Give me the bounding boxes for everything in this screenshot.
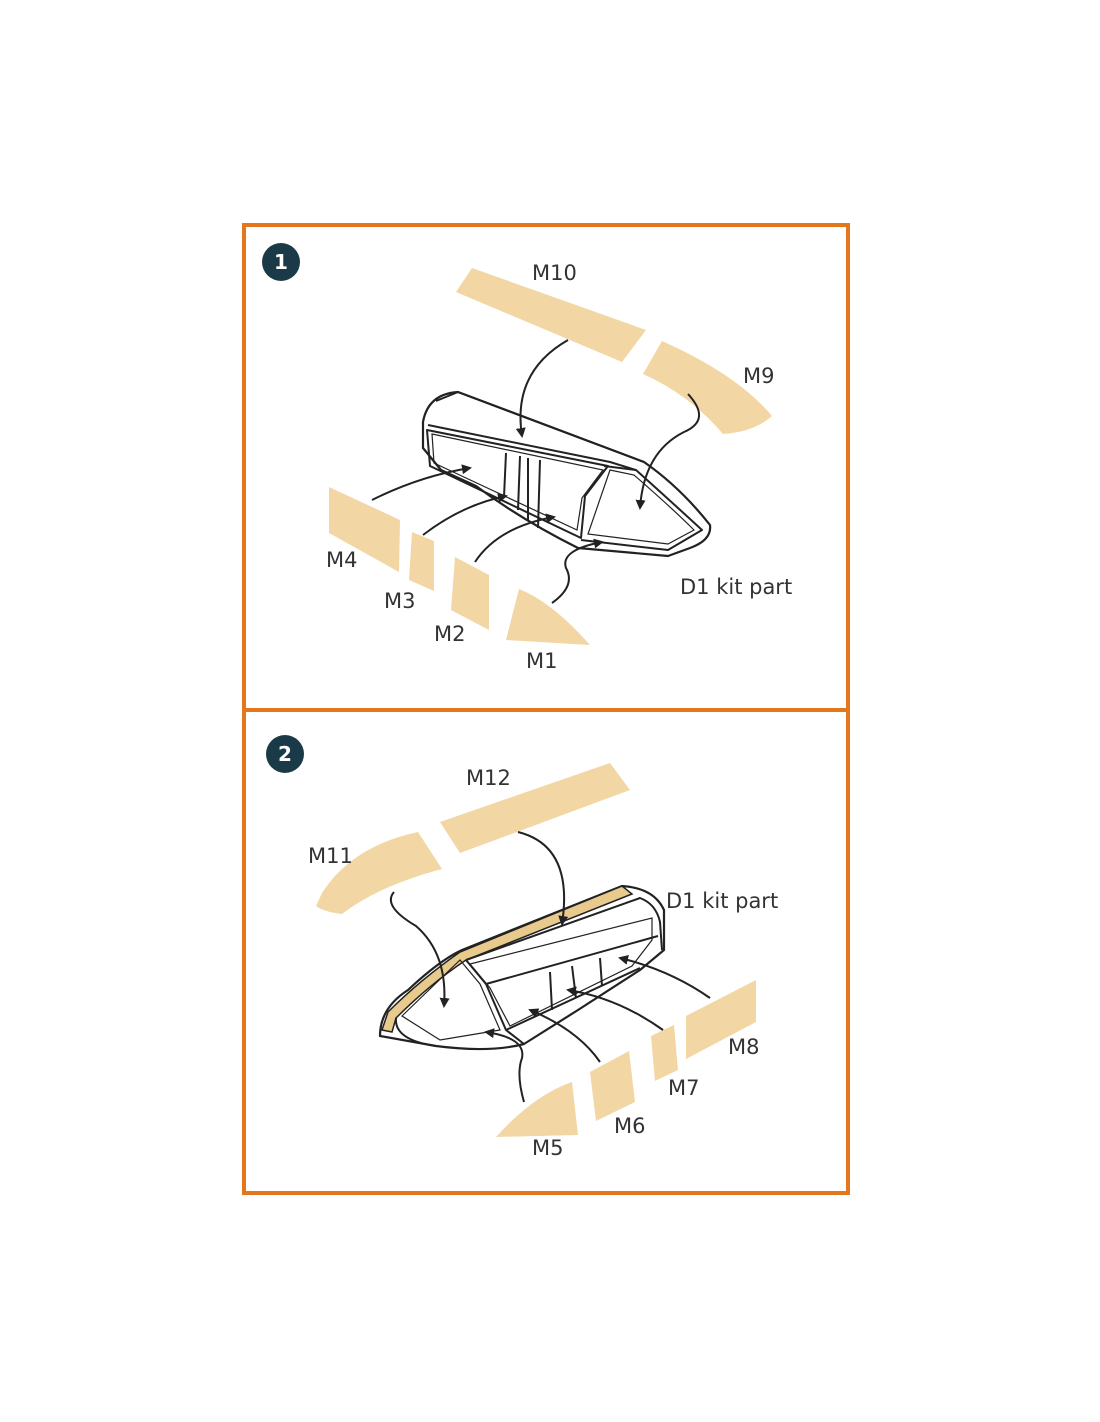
label-M12: M12: [466, 766, 511, 790]
arrow-M3: [422, 492, 508, 536]
arrow-M8: [618, 955, 711, 999]
kit-part-label-step-1: D1 kit part: [680, 575, 792, 599]
mask-M2: [451, 557, 489, 630]
mask-M10: [456, 268, 646, 362]
mask-M11: [316, 832, 442, 914]
arrow-M12: [517, 831, 569, 926]
mask-M6: [590, 1051, 635, 1121]
label-M3: M3: [384, 589, 415, 613]
step-2-number: 2: [278, 742, 292, 766]
arrow-M11: [389, 891, 450, 1008]
arrow-M6: [528, 1008, 601, 1063]
label-M9: M9: [743, 364, 774, 388]
arrow-M2: [474, 513, 556, 563]
mask-M12: [440, 763, 630, 853]
canopy-d1-step-1: [421, 390, 712, 558]
mask-M1: [506, 589, 590, 645]
canopy-tinted-strip: [381, 885, 634, 1033]
step-1-number: 1: [274, 250, 288, 274]
mask-M9: [643, 341, 772, 434]
mask-M5: [496, 1082, 578, 1137]
arrow-M4: [371, 464, 472, 501]
arrow-M5: [484, 1028, 525, 1103]
kit-part-label-step-2: D1 kit part: [666, 889, 778, 913]
step-2-badge: [266, 735, 304, 773]
arrow-M10: [515, 339, 569, 438]
mask-M4: [329, 487, 400, 572]
label-M2: M2: [434, 622, 465, 646]
label-M6: M6: [614, 1114, 645, 1138]
step-2-panel: 2 M12 M11: [266, 735, 778, 1160]
step-1-panel: 1 M10 M9 M4 M: [262, 243, 792, 673]
label-M4: M4: [326, 548, 357, 572]
mask-M3: [409, 532, 434, 591]
arrow-M1: [551, 538, 604, 604]
mask-M8: [686, 980, 756, 1059]
label-M10: M10: [532, 261, 577, 285]
label-M5: M5: [532, 1136, 563, 1160]
label-M7: M7: [668, 1076, 699, 1100]
step-1-badge: [262, 243, 300, 281]
arrow-M9: [635, 393, 700, 510]
arrow-M7: [566, 986, 664, 1031]
label-M1: M1: [526, 649, 557, 673]
mask-M7: [651, 1025, 678, 1081]
step-2-frame: [242, 708, 850, 1195]
canopy-d1-step-2: [378, 884, 666, 1051]
label-M8: M8: [728, 1035, 759, 1059]
label-M11: M11: [308, 844, 353, 868]
